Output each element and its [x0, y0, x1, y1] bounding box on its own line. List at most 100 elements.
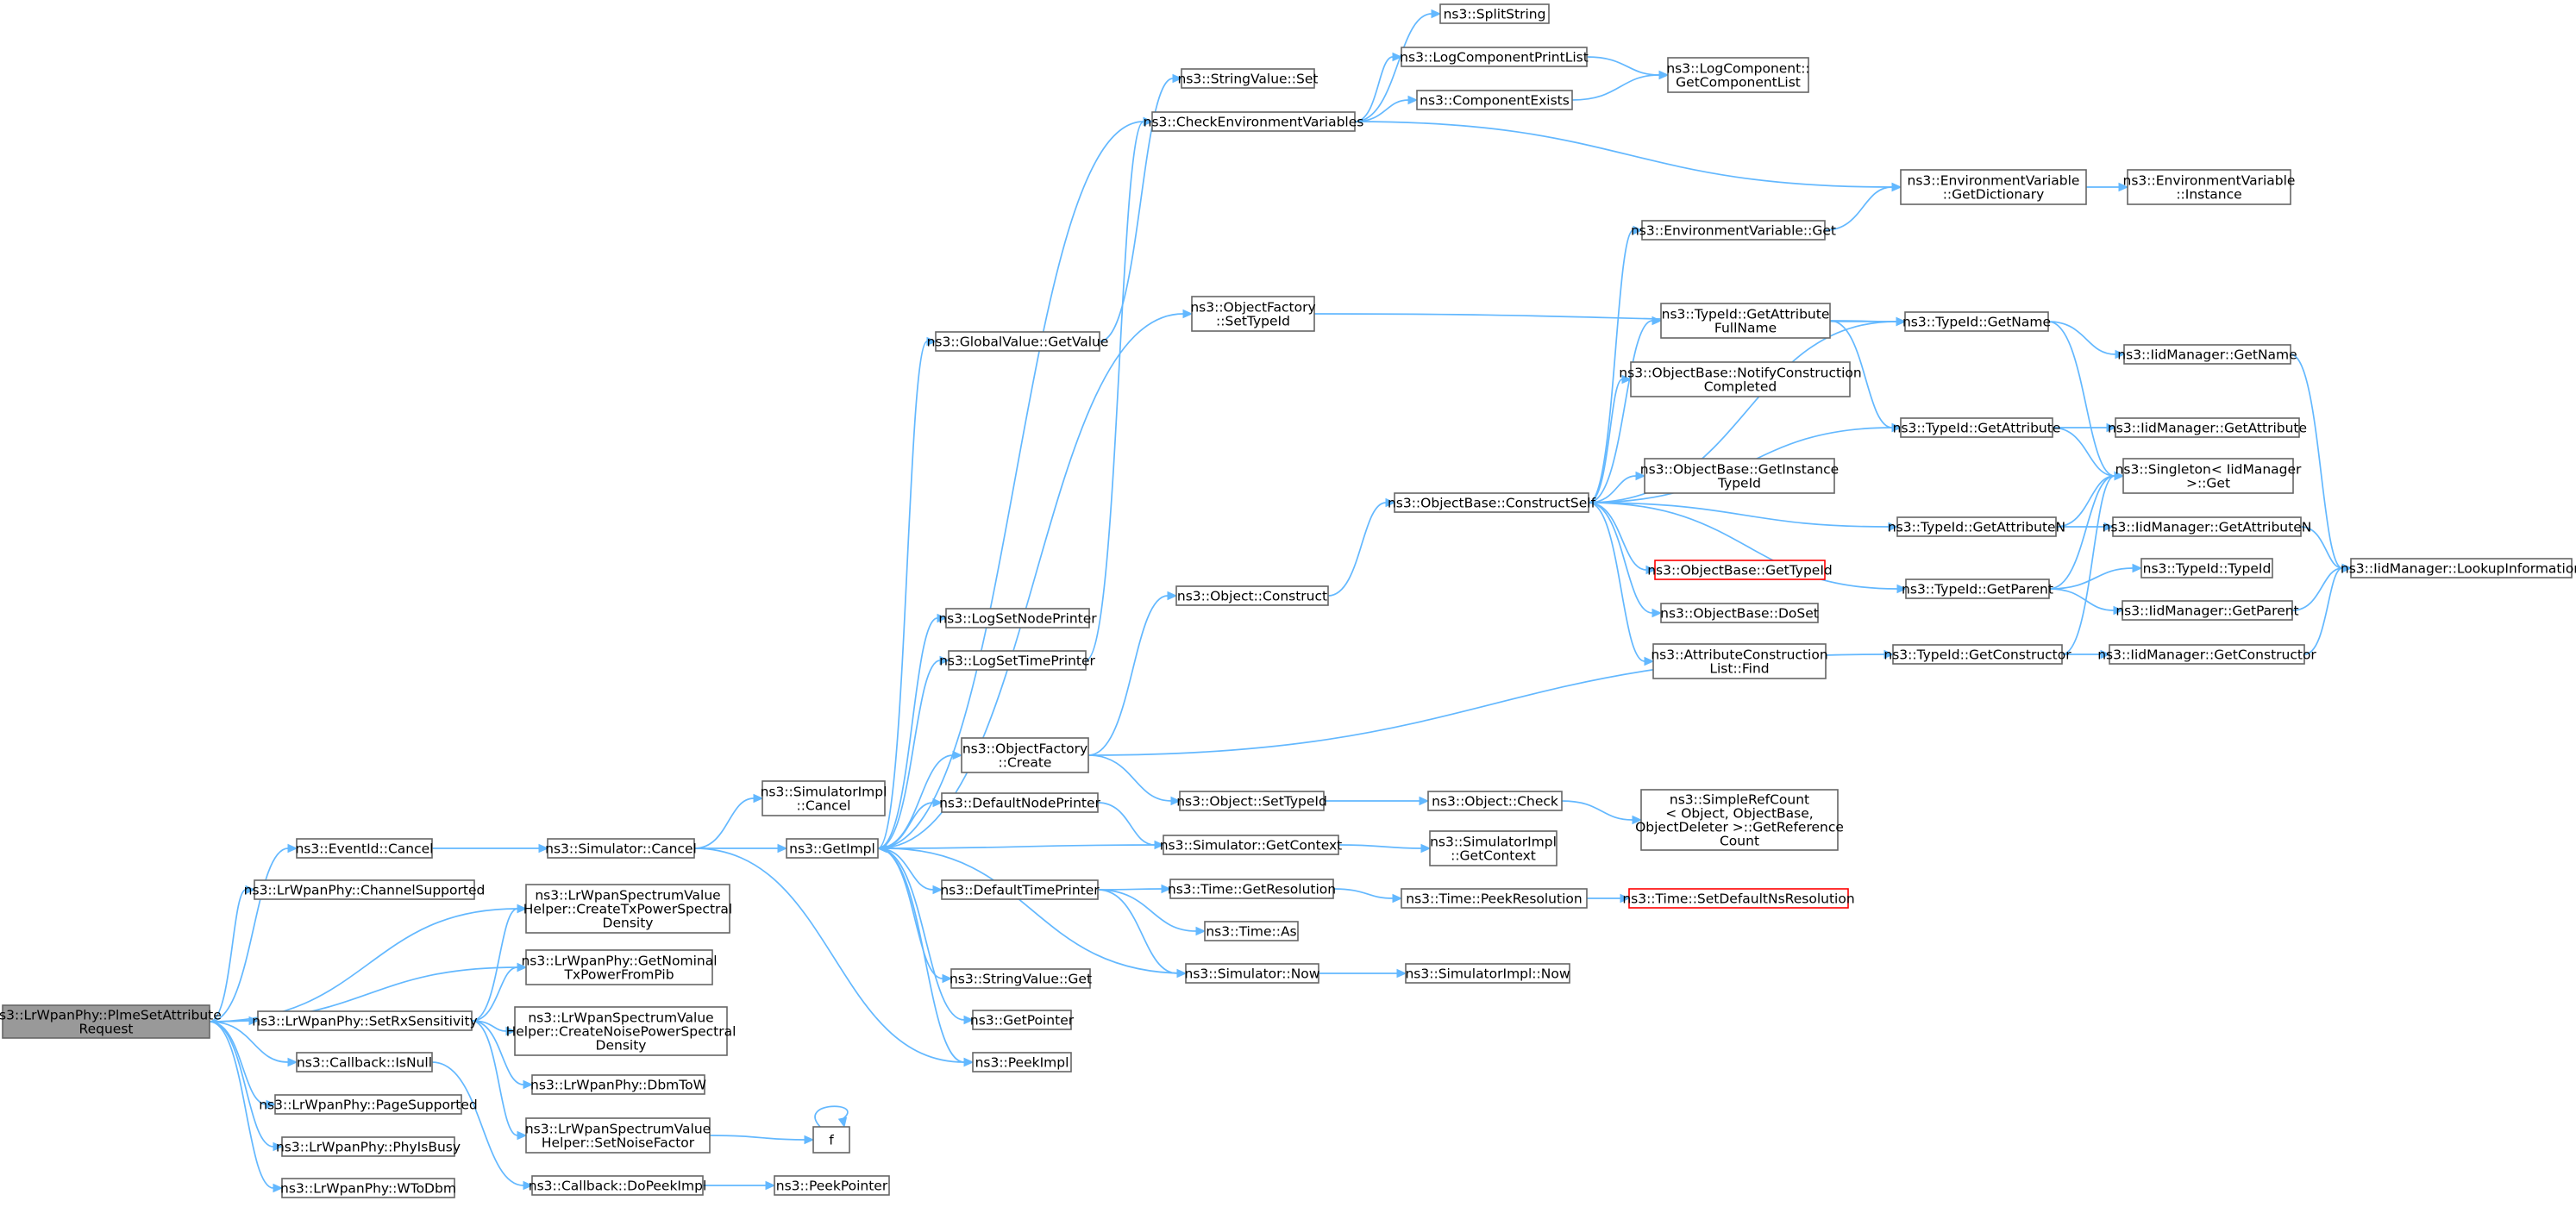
node-typeid-get-name[interactable]: ns3::TypeId::GetName [1902, 311, 2051, 332]
node-objbase-get-typeid[interactable]: ns3::ObjectBase::GetTypeId [1647, 560, 1833, 580]
node-box [1644, 458, 1835, 494]
node-label: Density [596, 1038, 647, 1054]
node-singleton-get[interactable]: ns3::Singleton< IidManager>::Get [2115, 458, 2302, 494]
node-objbase-doset[interactable]: ns3::ObjectBase::DoSet [1660, 603, 1819, 623]
node-iid-get-constructor[interactable]: ns3::IidManager::GetConstructor [2097, 644, 2316, 665]
node-global-get-value[interactable]: ns3::GlobalValue::GetValue [927, 331, 1109, 352]
node-peek-pointer[interactable]: ns3::PeekPointer [774, 1175, 890, 1196]
node-page-supported[interactable]: ns3::LrWpanPhy::PageSupported [259, 1094, 478, 1115]
edge-arrowhead [1891, 422, 1902, 433]
node-construct-self[interactable]: ns3::ObjectBase::ConstructSelf [1388, 492, 1596, 513]
node-box [1905, 578, 2050, 599]
node-callback-isnull[interactable]: ns3::Callback::IsNull [296, 1052, 433, 1073]
node-do-peek-impl[interactable]: ns3::Callback::DoPeekImpl [529, 1175, 707, 1196]
node-log-set-node[interactable]: ns3::LogSetNodePrinter [938, 608, 1097, 629]
node-iid-get-name[interactable]: ns3::IidManager::GetName [2117, 344, 2297, 365]
node-env-get[interactable]: ns3::EnvironmentVariable::Get [1631, 220, 1836, 241]
node-phy-is-busy[interactable]: ns3::LrWpanPhy::PhyIsBusy [276, 1136, 461, 1157]
node-peek-impl[interactable]: ns3::PeekImpl [972, 1052, 1072, 1073]
node-default-time-printer[interactable]: ns3::DefaultTimePrinter [940, 879, 1100, 900]
node-log-comp-get-list[interactable]: ns3::LogComponent::GetComponentList [1666, 57, 1810, 93]
node-iid-lookup[interactable]: ns3::IidManager::LookupInformation [2341, 558, 2576, 578]
node-object-check[interactable]: ns3::Object::Check [1427, 791, 1563, 811]
node-time-set-default-ns[interactable]: ns3::Time::SetDefaultNsResolution [1622, 888, 1855, 909]
node-simimpl-cancel[interactable]: ns3::SimulatorImpl::Cancel [761, 780, 887, 816]
node-objfactory-create[interactable]: ns3::ObjectFactory::Create [961, 737, 1089, 773]
edge-arrowhead [523, 1180, 534, 1191]
node-label: ns3::ObjectBase::ConstructSelf [1388, 496, 1596, 511]
node-f[interactable]: f [812, 1126, 850, 1154]
node-box [1628, 888, 1849, 909]
node-env-get-dictionary[interactable]: ns3::EnvironmentVariable::GetDictionary [1900, 169, 2087, 205]
node-iid-get-attribute[interactable]: ns3::IidManager::GetAttribute [2108, 417, 2307, 438]
call-edge [209, 1021, 274, 1189]
node-w-to-dbm[interactable]: ns3::LrWpanPhy::WToDbm [280, 1178, 456, 1198]
node-iid-get-attribute-n[interactable]: ns3::IidManager::GetAttributeN [2103, 516, 2312, 537]
node-label: ns3::IidManager::GetName [2117, 347, 2297, 363]
edge-arrowhead [939, 655, 950, 666]
edge-arrowhead [963, 1015, 975, 1025]
edge-arrowhead [1167, 591, 1178, 601]
node-create-tx-psd[interactable]: ns3::LrWpanSpectrumValueHelper::CreateTx… [523, 884, 732, 934]
node-simple-ref-count[interactable]: ns3::SimpleRefCount< Object, ObjectBase,… [1635, 789, 1844, 851]
node-box [281, 1178, 455, 1198]
node-split-string[interactable]: ns3::SplitString [1439, 3, 1550, 24]
node-box [296, 838, 433, 859]
node-typeid-get-constructor[interactable]: ns3::TypeId::GetConstructor [1883, 644, 2071, 665]
node-simimpl-now[interactable]: ns3::SimulatorImpl::Now [1405, 963, 1570, 984]
node-label: ns3::LrWpanPhy::DbmToW [530, 1078, 706, 1093]
node-time-as[interactable]: ns3::Time::As [1204, 921, 1299, 941]
node-time-peek-res[interactable]: ns3::Time::PeekResolution [1401, 888, 1588, 909]
node-sim-now[interactable]: ns3::Simulator::Now [1185, 963, 1320, 984]
node-stringvalue-get[interactable]: ns3::StringValue::Get [950, 968, 1092, 989]
node-log-comp-print-list[interactable]: ns3::LogComponentPrintList [1400, 47, 1589, 67]
node-set-rx-sens[interactable]: ns3::LrWpanPhy::SetRxSensitivity [252, 1010, 478, 1031]
node-objfactory-settypeid[interactable]: ns3::ObjectFactory::SetTypeId [1190, 296, 1316, 332]
node-object-construct[interactable]: ns3::Object::Construct [1175, 585, 1329, 606]
node-sim-cancel[interactable]: ns3::Simulator::Cancel [545, 838, 697, 859]
node-get-pointer[interactable]: ns3::GetPointer [970, 1010, 1075, 1030]
node-box [950, 968, 1091, 989]
node-object-settypeid[interactable]: ns3::Object::SetTypeId [1176, 791, 1327, 811]
edge-arrowhead [1176, 968, 1188, 979]
call-edge [471, 1020, 524, 1085]
call-edge [431, 1061, 524, 1186]
node-get-impl[interactable]: ns3::GetImpl [786, 838, 879, 859]
node-component-exists[interactable]: ns3::ComponentExists [1416, 90, 1573, 110]
node-dbm-to-w[interactable]: ns3::LrWpanPhy::DbmToW [530, 1074, 706, 1095]
node-box [1667, 57, 1809, 93]
node-box [514, 1006, 728, 1056]
edge-arrowhead [1658, 70, 1670, 80]
node-notify-construction[interactable]: ns3::ObjectBase::NotifyConstructionCompl… [1619, 361, 1862, 397]
edge-arrowhead [2341, 563, 2353, 573]
node-create-noise-psd[interactable]: ns3::LrWpanSpectrumValueHelper::CreateNo… [506, 1006, 736, 1056]
node-typeid-get-parent[interactable]: ns3::TypeId::GetParent [1902, 578, 2053, 599]
node-label: ns3::PeekPointer [776, 1179, 888, 1194]
node-box [274, 1094, 462, 1115]
node-eventid-cancel[interactable]: ns3::EventId::Cancel [296, 838, 434, 859]
node-box [2122, 458, 2294, 494]
call-edge [2055, 475, 2115, 528]
node-default-node-printer[interactable]: ns3::DefaultNodePrinter [939, 792, 1101, 813]
node-typeid-get-attribute-n[interactable]: ns3::TypeId::GetAttributeN [1888, 516, 2065, 537]
node-simimpl-get-context[interactable]: ns3::SimulatorImpl::GetContext [1429, 830, 1558, 866]
node-iid-get-parent[interactable]: ns3::IidManager::GetParent [2115, 600, 2299, 621]
node-sim-get-context[interactable]: ns3::Simulator::GetContext [1160, 835, 1343, 855]
edge-arrowhead [1385, 497, 1396, 508]
node-channel-supported[interactable]: ns3::LrWpanPhy::ChannelSupported [244, 879, 486, 900]
node-set-noise-factor[interactable]: ns3::LrWpanSpectrumValueHelper::SetNoise… [525, 1117, 711, 1154]
node-env-instance[interactable]: ns3::EnvironmentVariable::Instance [2123, 169, 2296, 205]
node-stringvalue-set[interactable]: ns3::StringValue::Set [1178, 68, 1319, 89]
node-log-set-time[interactable]: ns3::LogSetTimePrinter [939, 650, 1096, 671]
node-time-get-res[interactable]: ns3::Time::GetResolution [1168, 879, 1336, 899]
call-edge [1829, 320, 1893, 428]
node-typeid-get-attribute[interactable]: ns3::TypeId::GetAttribute [1893, 417, 2061, 438]
node-typeid-typeid[interactable]: ns3::TypeId::TypeId [2140, 558, 2273, 578]
node-check-env[interactable]: ns3::CheckEnvironmentVariables [1144, 111, 1364, 132]
edge-arrowhead [1143, 116, 1154, 127]
